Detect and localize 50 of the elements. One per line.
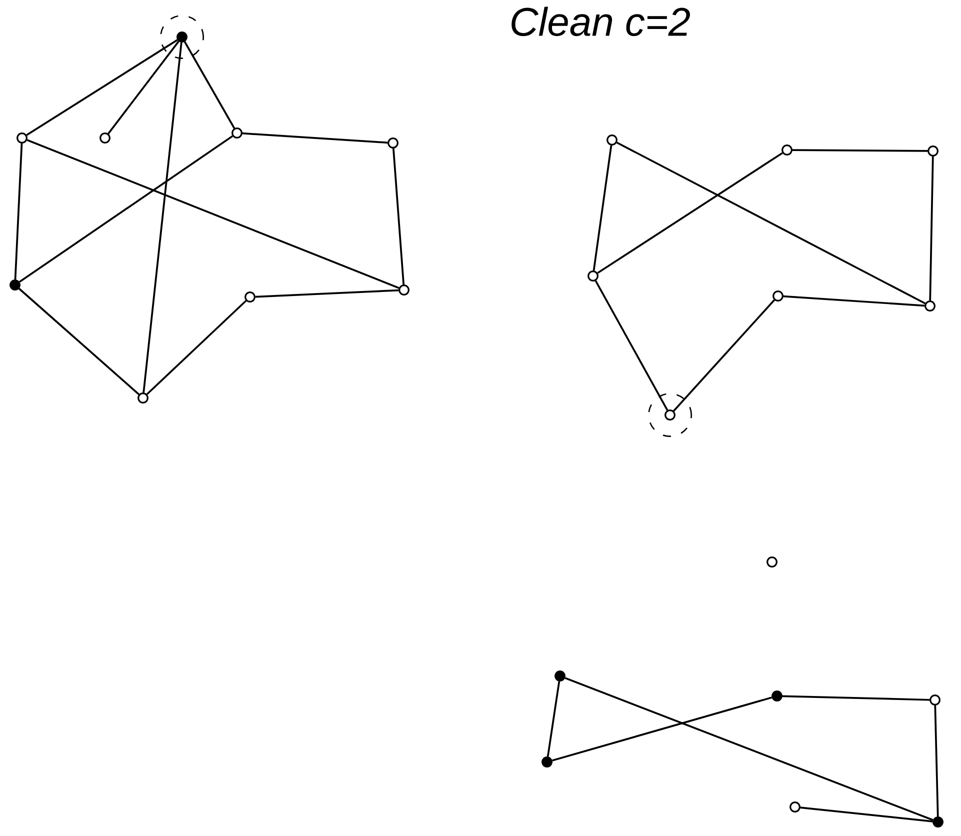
vertex [930,694,940,706]
edge-line [142,42,182,393]
edge-line [146,300,247,395]
edge-line [26,139,400,289]
vertex [772,290,784,302]
vertex [554,670,566,682]
vertex [176,32,188,42]
vertex [790,802,800,812]
vertex [772,690,782,702]
edge-line [792,149,928,152]
edge-line [552,696,772,762]
vertex [542,756,552,768]
vertex [388,138,398,148]
edge-line [934,705,939,817]
vertex [16,132,28,144]
edge-line [255,289,399,298]
edge-line [616,142,926,304]
vertex [100,132,110,144]
edge-line [673,299,776,412]
edge-line [592,145,612,271]
edge-line [782,695,930,701]
vertex [924,300,936,312]
vertex [782,144,792,156]
edge-line [594,280,668,411]
edge-line [26,39,178,136]
edge-line [392,148,405,285]
edge-line [929,156,934,301]
vertex [932,816,944,828]
edge-line [800,806,933,822]
edge-line [14,143,23,280]
vertex [232,128,242,138]
vertex [244,292,256,302]
edge-line [546,681,560,757]
vertex [606,134,618,146]
edge-line [564,677,934,821]
vertex [398,284,410,296]
edge-line [184,41,236,129]
vertex [138,392,148,404]
edge-line [108,40,180,134]
title: Clean c=2 [512,6,690,36]
edge-line [18,288,140,396]
edge-line [783,295,925,307]
edge-line [18,135,234,283]
vertex [928,146,938,156]
vertex [588,270,598,282]
edge-line [597,152,783,274]
edge-line [242,132,388,144]
vertex [664,410,676,420]
vertex [766,556,778,568]
vertex [10,280,20,290]
